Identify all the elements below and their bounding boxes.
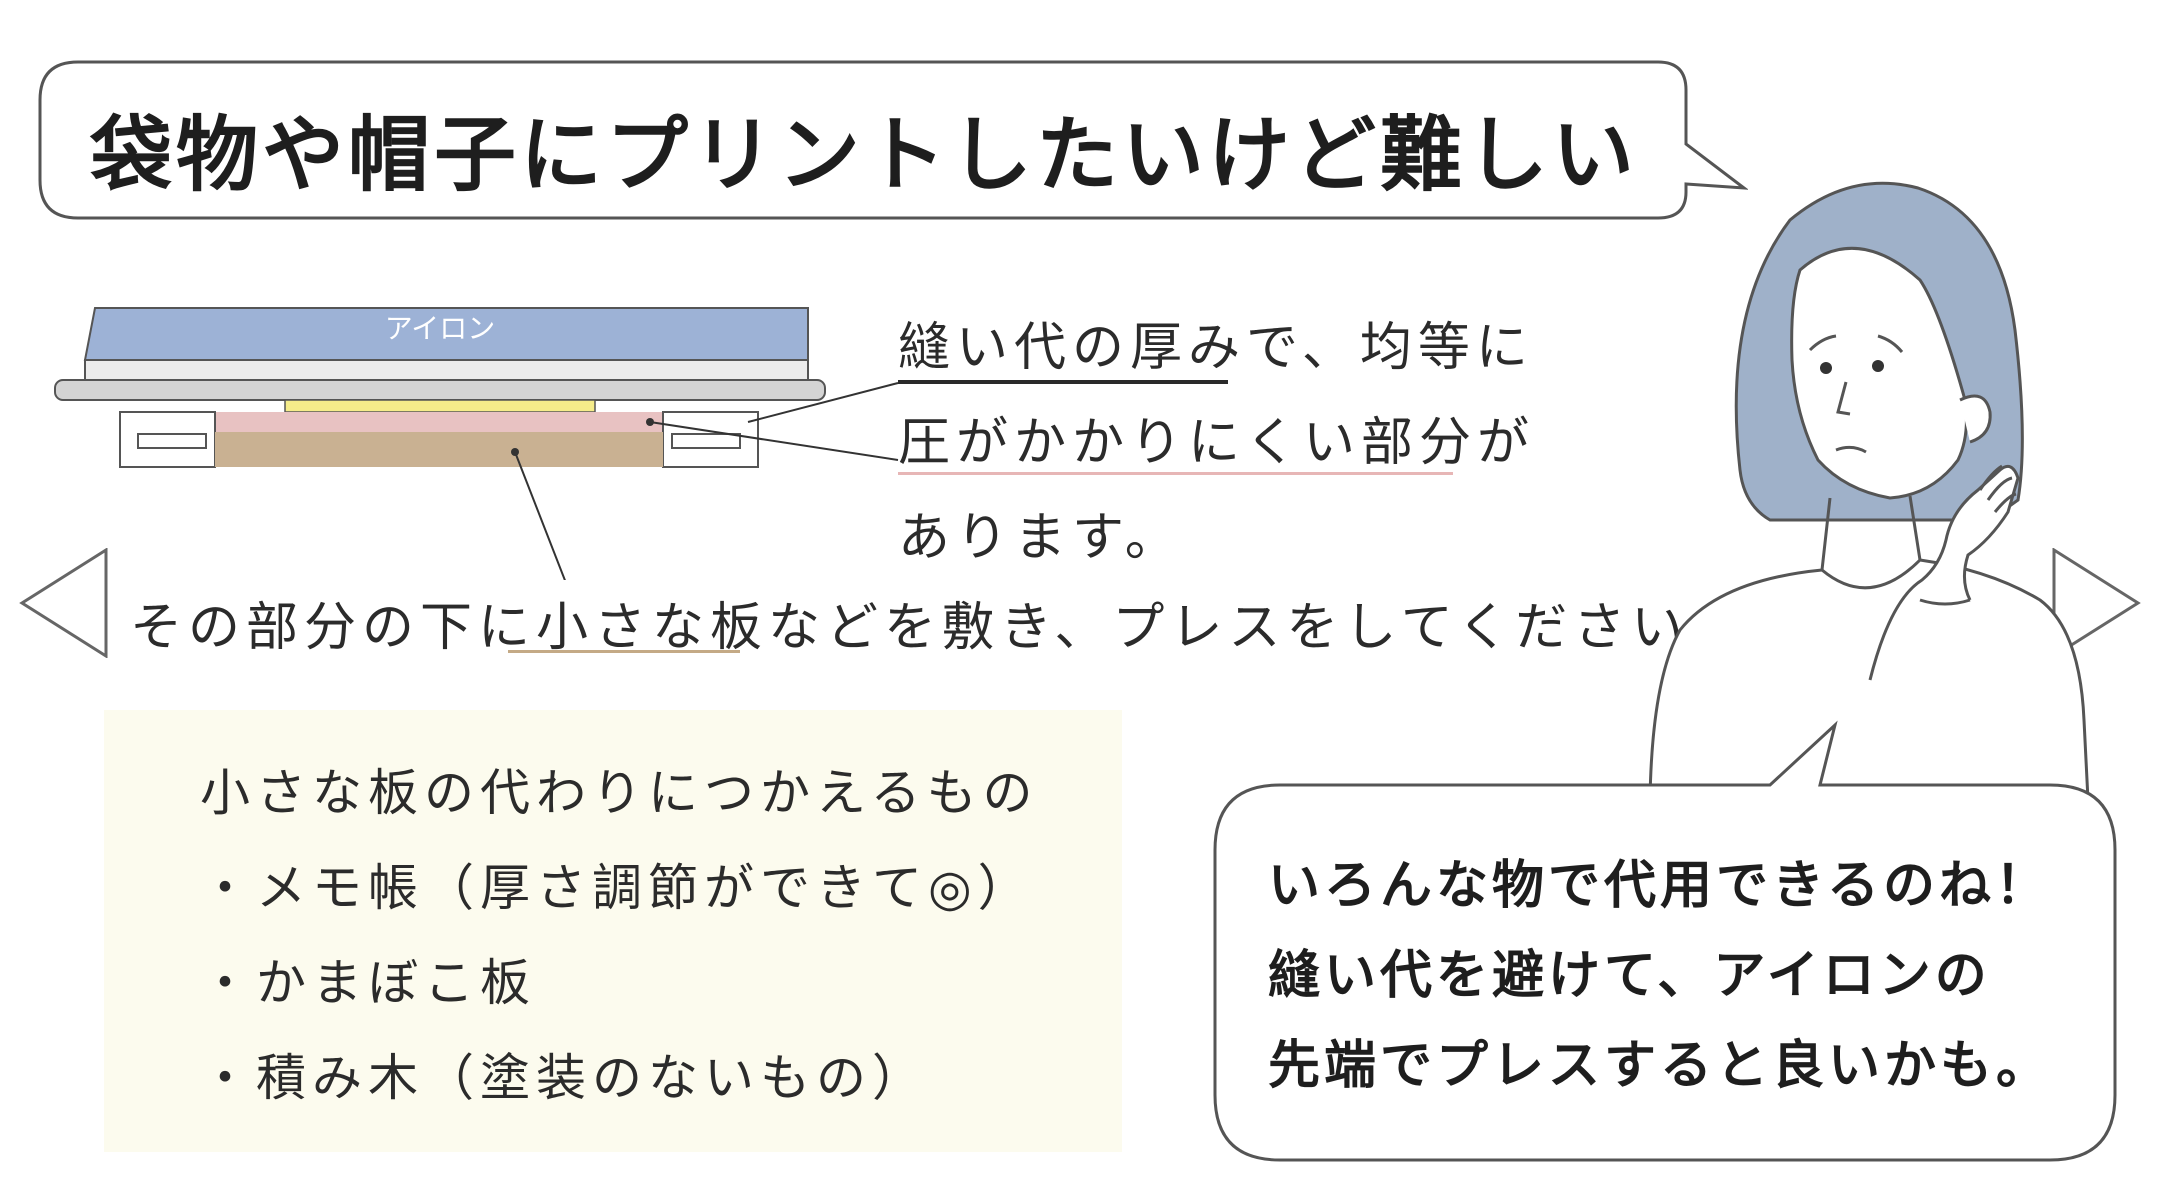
transfer-sheet (284, 399, 596, 413)
description-line-1: 縫い代の厚みで、均等に (898, 318, 1534, 378)
prev-slide-button[interactable] (18, 548, 110, 658)
raised-arm (1868, 464, 2020, 681)
iron-base-band (84, 359, 809, 381)
tips-item-kamaboko-board: ・かまぼこ板 (200, 954, 536, 1012)
tips-item-building-block: ・積み木（塗装のないもの） (200, 1049, 928, 1107)
cuff (1919, 598, 1971, 606)
face (1790, 246, 1968, 500)
small-board (215, 432, 663, 467)
description-line-3: あります。 (898, 508, 1183, 568)
pointer-line-1 (747, 382, 899, 423)
iron-plate (54, 379, 826, 401)
underline-seam (898, 380, 1228, 384)
eye-right (1872, 360, 1884, 372)
eyebrow-right (1877, 334, 1904, 353)
underline-pressure (898, 472, 1453, 475)
tips-title: 小さな板の代わりにつかえるもの (200, 764, 1039, 822)
instruction-text: その部分の下に小さな板などを敷き、プレスをしてください。 (130, 598, 1748, 658)
seam-fold-right (671, 433, 741, 449)
eye-left (1820, 362, 1832, 374)
speech-line-3: 先端でプレスすると良いかも。 (1268, 1036, 2053, 1096)
nose (1836, 381, 1851, 416)
triangle-right-icon (2052, 548, 2141, 658)
description-line-2: 圧がかかりにくい部分が (898, 413, 1535, 473)
iron-label: アイロン (385, 312, 496, 345)
thinking-woman-illustration (1648, 181, 2090, 800)
neck (1820, 495, 1922, 571)
speech-line-2: 縫い代を避けて、アイロンの (1268, 946, 1991, 1006)
tips-item-notepad: ・メモ帳（厚さ調節ができて◎） (200, 859, 1034, 917)
ear (1959, 394, 1992, 444)
pointer-line-2 (649, 421, 899, 461)
mouth (1835, 445, 1867, 454)
fabric-layer (215, 412, 715, 432)
tips-box (104, 710, 1122, 1152)
pointer-line-3 (514, 451, 566, 580)
body (1648, 558, 2090, 800)
title-speech-bubble (38, 60, 1748, 220)
eyebrow-left (1808, 334, 1837, 352)
iron-press-diagram: アイロン (54, 307, 899, 580)
fingers (1978, 464, 2017, 513)
seam-fold-left (137, 433, 207, 449)
speech-line-1: いろんな物で代用できるのね！ (1268, 856, 2051, 916)
triangle-left-icon (19, 548, 108, 658)
page-title: 袋物や帽子にプリントしたいけど難しい (90, 108, 1639, 203)
character-speech-bubble (1213, 720, 2117, 1162)
next-slide-button[interactable] (2050, 548, 2142, 658)
underline-small-board (508, 650, 740, 653)
